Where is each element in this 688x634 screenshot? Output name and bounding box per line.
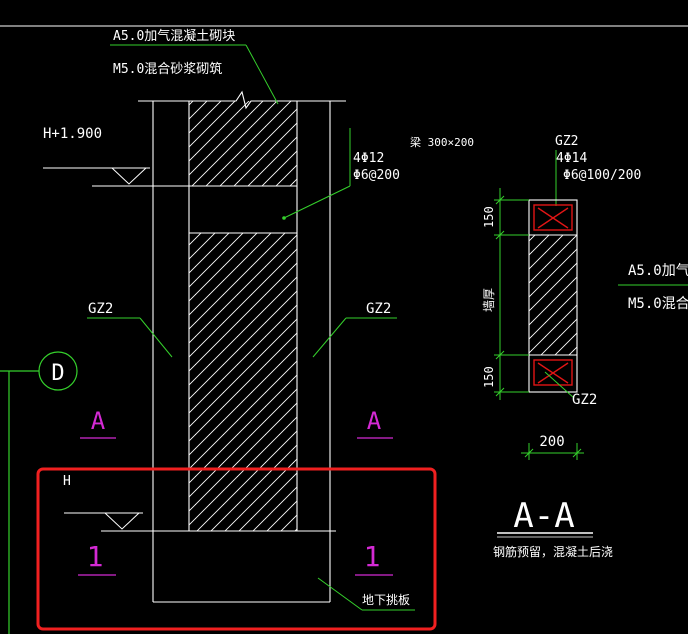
dim-wall-thickness: 墙厚	[482, 288, 496, 312]
hatched-masonry-lower	[189, 233, 297, 531]
dim-150-bottom: 150	[482, 366, 496, 388]
highlight-box	[36, 467, 437, 631]
material-mortar-label: M5.0混合砂浆砌筑	[113, 61, 222, 77]
detail-rebar-top	[533, 204, 573, 231]
detail-column	[528, 199, 578, 393]
detail-rebar-bottom	[533, 359, 573, 386]
elevation-marker-top	[43, 167, 189, 187]
material-leader	[110, 44, 279, 105]
material-block-label: A5.0加气混凝土砌块	[113, 28, 235, 44]
detail-rebar-main: 4Φ14	[556, 151, 587, 166]
detail-rebar-stirrup: Φ6@100/200	[563, 168, 641, 183]
dim-150-top: 150	[482, 206, 496, 228]
rebar-main-label: 4Φ12	[353, 151, 384, 166]
axis-d-bubble	[0, 351, 78, 634]
material-block-cut: A5.0加气	[628, 263, 688, 279]
detail-vertical-dim	[494, 188, 529, 400]
gz2-right-label: GZ2	[366, 301, 391, 317]
elevation-label: H+1.900	[43, 126, 102, 142]
section-1-right: 1	[364, 540, 381, 573]
gz2-leaders	[87, 317, 397, 358]
hatched-masonry-upper	[189, 101, 297, 186]
section-a-left: A	[91, 407, 106, 435]
detail-horizontal-dim	[521, 443, 584, 460]
beam-note: 梁 300×200	[410, 135, 474, 149]
section-title: A-A	[513, 496, 574, 536]
rebar-stirrup-label: Φ6@200	[353, 168, 400, 183]
section-note: 钢筋预留，混凝土后浇	[493, 544, 613, 559]
dim-200: 200	[539, 434, 564, 450]
elevation-marker-bottom	[64, 512, 143, 530]
section-a-right: A	[367, 407, 382, 435]
gz2-bottom-label: GZ2	[572, 392, 597, 408]
gz2-bottom-leader	[544, 371, 575, 399]
gz2-detail-label: GZ2	[555, 134, 578, 149]
slab-leader	[317, 577, 415, 611]
material-mortar-cut: M5.0混合	[628, 296, 688, 312]
rebar-leader-dot	[282, 216, 286, 220]
section-1-left: 1	[87, 540, 104, 573]
axis-d-label: D	[51, 361, 64, 386]
elevation-bottom-label: H	[63, 474, 71, 489]
gz2-left-label: GZ2	[88, 301, 113, 317]
rebar-leader	[283, 128, 351, 219]
basement-slab-label: 地下挑板	[362, 593, 410, 607]
